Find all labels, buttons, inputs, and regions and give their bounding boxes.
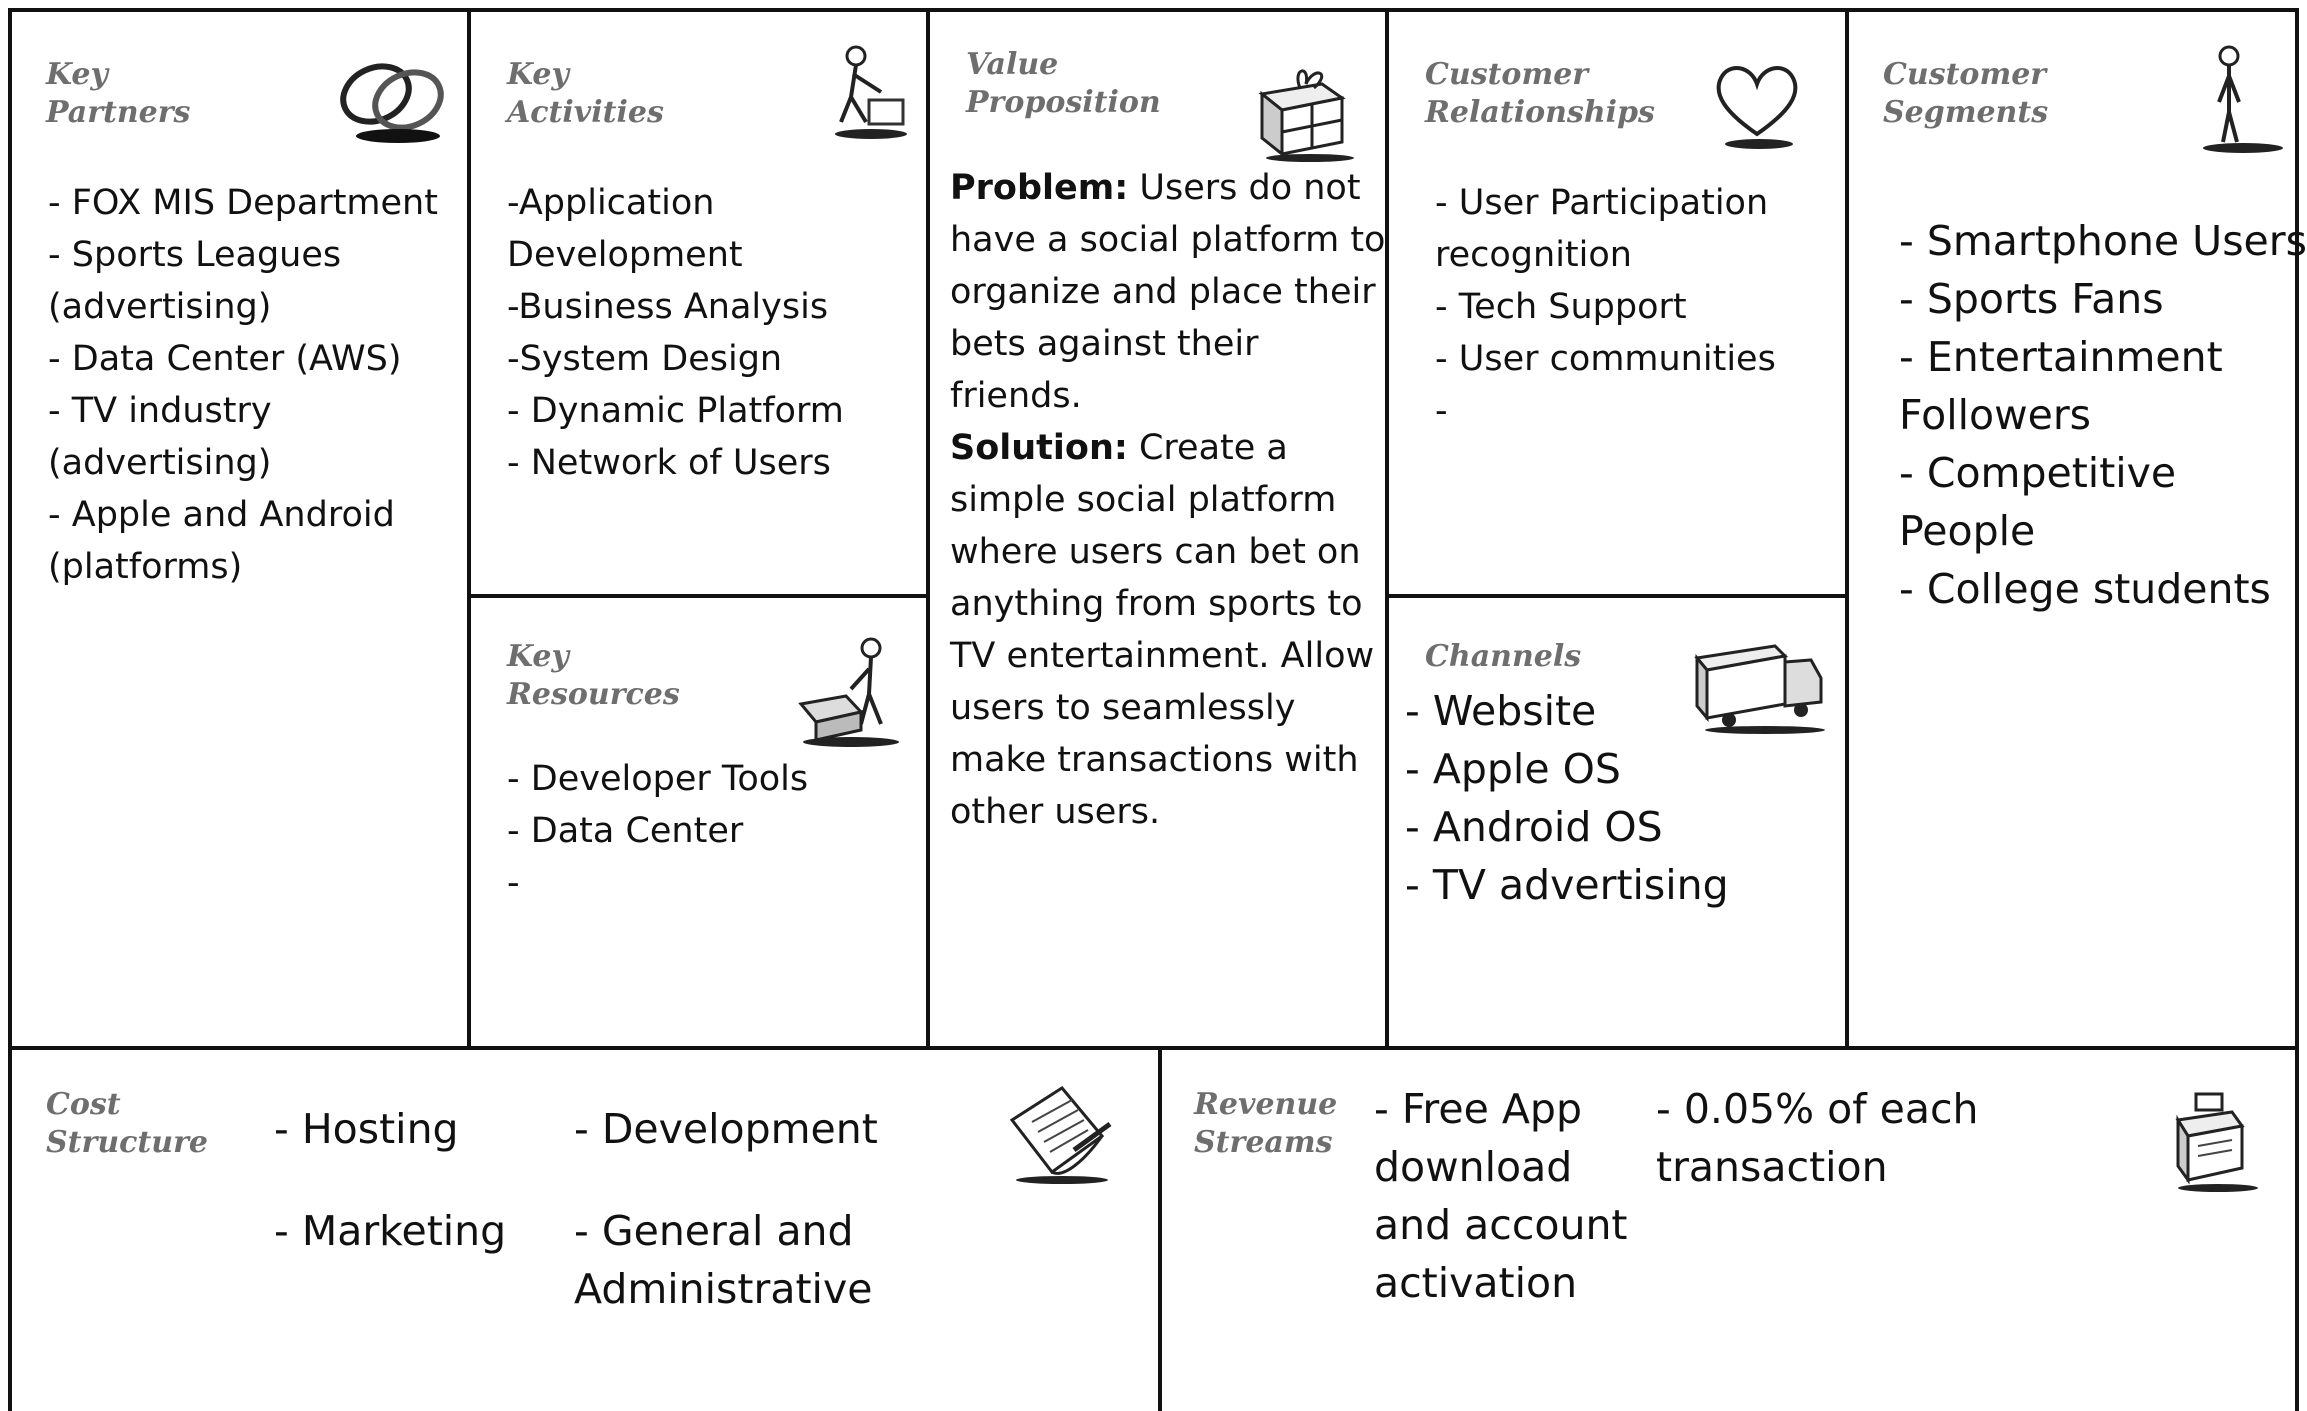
- list-item: - Development: [574, 1105, 878, 1153]
- key-partners-list: - FOX MIS Department - Sports Leagues (a…: [48, 177, 448, 593]
- list-item: - User communities: [1435, 339, 1776, 379]
- paper-document-icon: [1009, 1086, 1112, 1184]
- list-item: - Entertainment Followers: [1899, 333, 2223, 439]
- problem-statement: Problem: Users do not have a social plat…: [950, 162, 1390, 422]
- gift-box-icon: [1258, 69, 1354, 162]
- customer-relationships-title: Customer Relationships: [1425, 57, 1655, 130]
- list-item: -: [1435, 391, 1448, 431]
- list-item: - Hosting: [274, 1105, 459, 1153]
- list-item: - General and Administrative: [574, 1207, 873, 1313]
- channels-block: Channels - Website - Apple OS - Android …: [1385, 594, 1849, 1050]
- list-item: -Business Analysis: [507, 287, 829, 327]
- customer-relationships-block: Customer Relationships - User Participat…: [1385, 8, 1849, 598]
- cost-structure-block: Cost Structure - Hosting - Marketing - D…: [8, 1046, 1162, 1411]
- revenue-streams-title: Revenue Streams: [1194, 1087, 1338, 1160]
- list-item: - Network of Users: [507, 443, 831, 483]
- list-item: - Android OS: [1405, 803, 1663, 851]
- list-item: - FOX MIS Department: [48, 183, 438, 223]
- key-resources-block: Key Resources - Developer Tools - Data C…: [467, 594, 930, 1050]
- cost-structure-column-1: - Hosting - Marketing: [274, 1100, 534, 1260]
- list-item: - Smartphone Users: [1899, 217, 2307, 265]
- customer-segments-list: - Smartphone Users - Sports Fans - Enter…: [1899, 212, 2307, 618]
- key-partners-title: Key Partners: [46, 57, 191, 130]
- solution-statement: Solution: Create a simple social platfor…: [950, 422, 1390, 838]
- list-item: - TV industry (advertising): [48, 391, 272, 483]
- list-item: - TV advertising: [1405, 861, 1729, 909]
- list-item: - College students: [1899, 565, 2271, 613]
- key-activities-list: -Application Development -Business Analy…: [507, 177, 927, 489]
- list-item: - Sports Fans: [1899, 275, 2164, 323]
- heart-icon: [1716, 66, 1798, 149]
- cost-structure-column-2: - Development - General and Administrati…: [574, 1100, 954, 1318]
- value-proposition-title: Value Proposition: [966, 47, 1161, 120]
- key-resources-list: - Developer Tools - Data Center -: [507, 753, 927, 909]
- customer-segments-block: Customer Segments - Smartphone Users - S…: [1845, 8, 2307, 1050]
- list-item: -System Design: [507, 339, 783, 379]
- value-proposition-text: Problem: Users do not have a social plat…: [950, 162, 1390, 838]
- key-partners-block: Key Partners - FOX MIS Department - Spor…: [8, 8, 471, 1050]
- list-item: - Sports Leagues (advertising): [48, 235, 342, 327]
- list-item: - Website: [1405, 687, 1597, 735]
- worker-pushing-icon: [835, 45, 907, 139]
- list-item: - Competitive People: [1899, 449, 2177, 555]
- channels-list: - Website - Apple OS - Android OS - TV a…: [1405, 682, 1835, 914]
- customer-segments-title: Customer Segments: [1883, 57, 2049, 130]
- cost-structure-title: Cost Structure: [46, 1087, 208, 1160]
- delivery-truck-icon: [1694, 644, 1825, 734]
- list-item: - Apple OS: [1405, 745, 1621, 793]
- solution-text: Create a simple social platform where us…: [950, 428, 1375, 832]
- list-item: - Tech Support: [1435, 287, 1687, 327]
- cash-register-icon: [2175, 1092, 2258, 1192]
- channels-title: Channels: [1425, 639, 1582, 674]
- list-item: - Marketing: [274, 1207, 507, 1255]
- revenue-streams-block: Revenue Streams - Free App download and …: [1158, 1046, 2299, 1411]
- list-item: - Developer Tools: [507, 759, 809, 799]
- key-activities-title: Key Activities: [507, 57, 664, 130]
- list-item: - Data Center: [507, 811, 744, 851]
- list-item: - Apple and Android (platforms): [48, 495, 395, 587]
- linked-rings-icon: [340, 63, 444, 143]
- problem-text: Users do not have a social platform to o…: [950, 168, 1386, 416]
- list-item: - User Participation recognition: [1435, 183, 1769, 275]
- solution-label: Solution:: [950, 428, 1128, 468]
- worker-with-crate-icon: [798, 637, 899, 747]
- key-activities-block: Key Activities -Application Development …: [467, 8, 930, 598]
- problem-label: Problem:: [950, 168, 1129, 208]
- value-proposition-block: Value Proposition Problem: Users do not …: [926, 8, 1389, 1050]
- list-item: - Data Center (AWS): [48, 339, 402, 379]
- list-item: -: [507, 863, 520, 903]
- list-item: -Application Development: [507, 183, 743, 275]
- list-item: - Dynamic Platform: [507, 391, 844, 431]
- revenue-stream-item-2: - 0.05% of each transaction: [1656, 1085, 1979, 1191]
- customer-relationships-list: - User Participation recognition - Tech …: [1435, 177, 1855, 437]
- standing-person-icon: [2203, 45, 2283, 153]
- revenue-stream-item-1: - Free App download and account activati…: [1374, 1085, 1628, 1307]
- key-resources-title: Key Resources: [507, 639, 680, 712]
